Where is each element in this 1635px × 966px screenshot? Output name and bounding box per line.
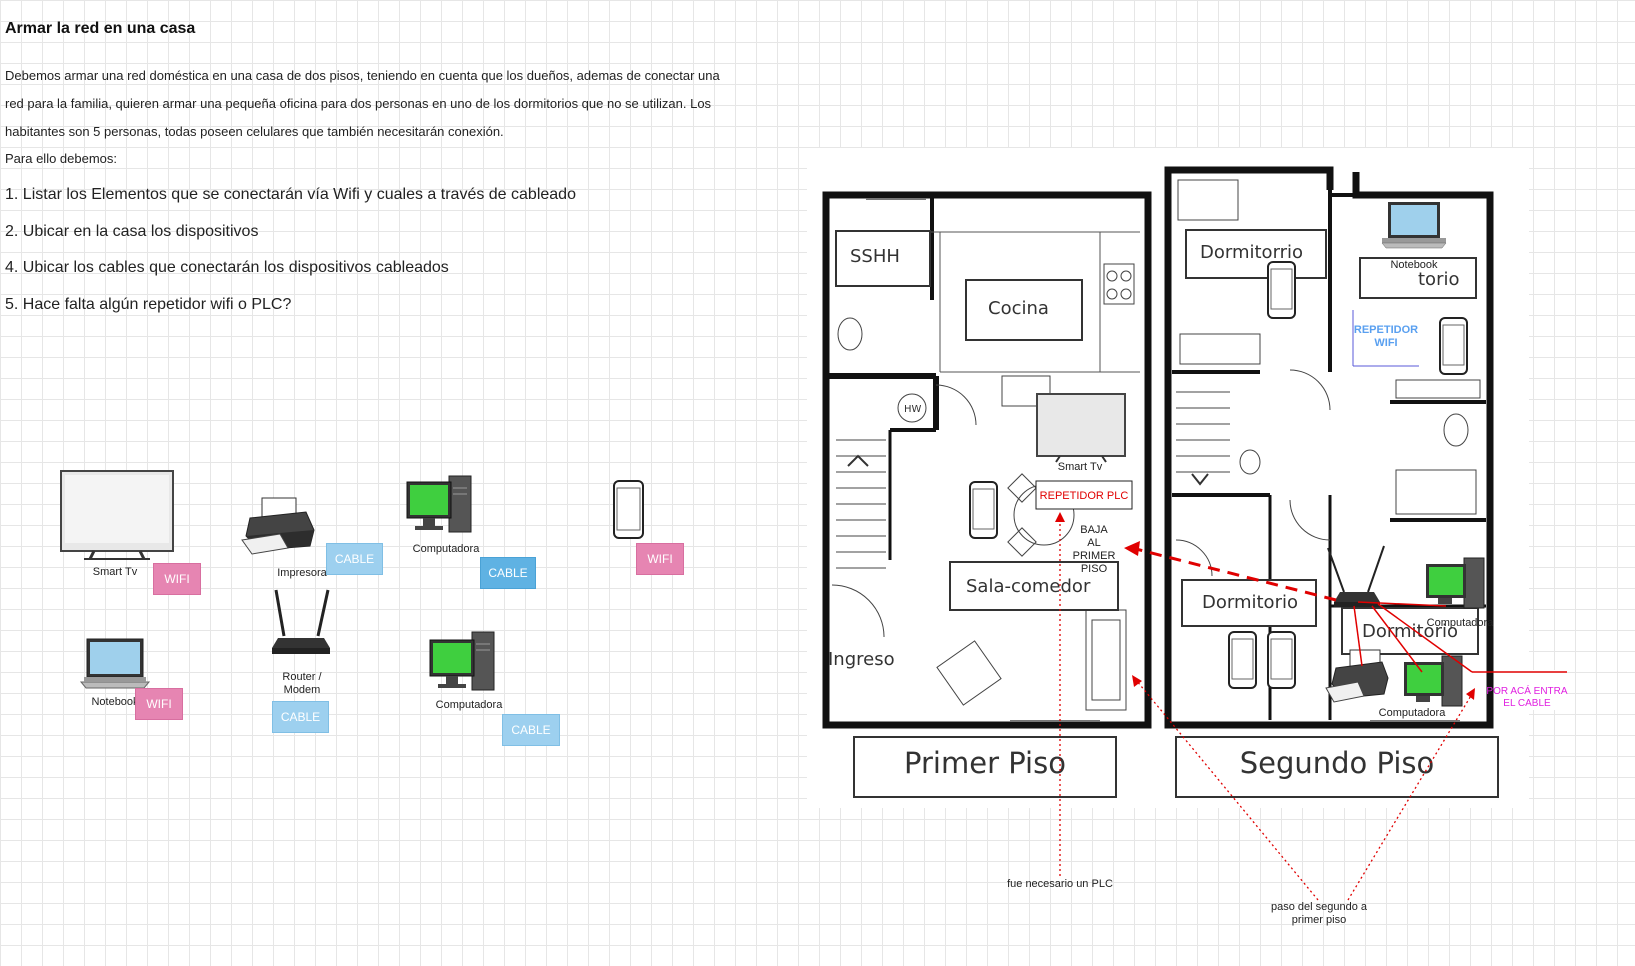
notebook-device[interactable] xyxy=(79,638,151,697)
annotation-arrowheads xyxy=(1055,512,1475,700)
computer-label: Computadora xyxy=(412,543,480,555)
room-label-dormitorio-4: Dormitorio xyxy=(1341,607,1479,655)
room-name: SSHH xyxy=(850,246,900,267)
hw-label: HW xyxy=(904,404,922,415)
plan-smart-tv-label: Smart Tv xyxy=(1058,461,1103,473)
plan-computer-icon[interactable] xyxy=(1404,655,1463,707)
computer-icon xyxy=(406,475,472,533)
plan-computer-icon[interactable] xyxy=(1426,557,1485,609)
printer-icon xyxy=(241,497,315,555)
svg-text:Primer Piso: Primer Piso xyxy=(904,746,1066,780)
intro-line: red para la familia, quieren armar una p… xyxy=(5,96,712,111)
svg-text:PISO: PISO xyxy=(1081,563,1108,575)
plan-printer-icon[interactable] xyxy=(1325,649,1389,703)
svg-text:REPETIDOR PLC: REPETIDOR PLC xyxy=(1040,490,1129,502)
computer-icon xyxy=(429,631,495,691)
room-label-dormitorio-1: Dormitorrio xyxy=(1185,229,1327,279)
notebook-icon xyxy=(79,638,151,689)
cable-lines xyxy=(1353,601,1567,673)
plan-notebook-label: Notebook xyxy=(1390,259,1438,271)
note-plc: fue necesario un PLC xyxy=(1007,878,1113,890)
task-list: 1. Listar los Elementos que se conectará… xyxy=(5,180,576,326)
svg-text:REPETIDOR: REPETIDOR xyxy=(1354,324,1418,336)
room-label-ingreso: Ingreso xyxy=(828,649,895,670)
cable-tag[interactable]: CABLE xyxy=(272,701,329,733)
router-label: Router / Modem xyxy=(262,671,342,697)
cable-tag[interactable]: CABLE xyxy=(326,543,383,575)
intro-paragraph: Debemos armar una red doméstica en una c… xyxy=(5,62,795,172)
svg-text:AL: AL xyxy=(1087,537,1100,549)
phone-device[interactable] xyxy=(613,480,645,545)
svg-text:EL CABLE: EL CABLE xyxy=(1503,698,1551,709)
router-device[interactable] xyxy=(268,588,334,663)
room-label-dormitorio-2: torio xyxy=(1359,257,1477,299)
printer-label: Impresora xyxy=(277,567,327,579)
computer-device[interactable] xyxy=(428,630,496,699)
svg-text:POR ACÁ ENTRA: POR ACÁ ENTRA xyxy=(1486,684,1567,697)
wifi-tag[interactable]: WIFI xyxy=(135,688,183,720)
first-floor-walls xyxy=(822,191,1152,729)
intro-line: Debemos armar una red doméstica en una c… xyxy=(5,68,720,83)
smart-tv-label: Smart Tv xyxy=(92,566,138,578)
plan-phone-icon[interactable] xyxy=(1267,631,1296,689)
room-name: Sala-comedor xyxy=(966,576,1091,597)
plan-notebook-icon[interactable] xyxy=(1381,202,1447,249)
svg-text:WIFI: WIFI xyxy=(1374,337,1397,349)
task-item: 5. Hace falta algún repetidor wifi o PLC… xyxy=(5,295,292,313)
floor-title-primer-piso: Primer Piso xyxy=(853,736,1117,798)
router-icon xyxy=(272,589,330,654)
plan-router-icon[interactable] xyxy=(1327,545,1385,607)
task-item: 2. Ubicar en la casa los dispositivos xyxy=(5,222,259,240)
wifi-tag[interactable]: WIFI xyxy=(636,543,684,575)
page-title: Armar la red en una casa xyxy=(5,20,196,37)
svg-text:PRIMER: PRIMER xyxy=(1073,550,1116,562)
note-paso-line: paso del segundo a xyxy=(1270,901,1368,913)
smart-tv-icon xyxy=(60,470,174,560)
room-name: torio xyxy=(1418,269,1459,290)
room-name: Dormitorio xyxy=(1362,621,1458,642)
cable-tag[interactable]: CABLE xyxy=(480,557,536,589)
annotation-arrows xyxy=(1059,518,1473,901)
room-label-cocina: Cocina xyxy=(965,279,1083,341)
plan-phone-icon[interactable] xyxy=(1228,631,1257,689)
plan-phone-icon[interactable] xyxy=(969,481,998,539)
computer-label: Computadora xyxy=(435,699,503,711)
notebook-label: Notebook xyxy=(91,696,139,708)
svg-text:BAJA: BAJA xyxy=(1080,524,1108,536)
room-label-sala-comedor: Sala-comedor xyxy=(949,561,1119,611)
intro-line: Para ello debemos: xyxy=(5,151,118,166)
room-name: Dormitorio xyxy=(1202,592,1298,613)
plan-computer-label: Computadora xyxy=(1379,707,1447,719)
wifi-tag[interactable]: WIFI xyxy=(153,563,201,595)
phone-icon xyxy=(613,480,644,539)
note-paso-line: primer piso xyxy=(1291,914,1347,926)
cable-entry-label: POR ACÁ ENTRA EL CABLE xyxy=(1486,684,1567,709)
baja-label: BAJA AL PRIMER PISO xyxy=(1073,524,1116,575)
task-item: 1. Listar los Elementos que se conectará… xyxy=(5,186,576,203)
router-label-line: Modem xyxy=(283,684,321,696)
room-name: Cocina xyxy=(988,298,1049,319)
router-label-line: Router / xyxy=(282,671,322,683)
plc-downlink-dashed xyxy=(1124,541,1337,602)
task-item: 4. Ubicar los cables que conectarán los … xyxy=(5,259,449,276)
plc-repeater-box[interactable]: REPETIDOR PLC xyxy=(1035,480,1133,510)
smart-tv-device[interactable] xyxy=(60,470,174,567)
room-name: Dormitorrio xyxy=(1200,242,1303,263)
plan-phone-icon[interactable] xyxy=(1439,317,1468,375)
room-label-sshh: SSHH xyxy=(835,230,931,287)
plan-smart-tv-icon[interactable] xyxy=(1036,393,1126,463)
note-paso: paso del segundo a primer piso xyxy=(1250,901,1388,927)
plan-phone-icon[interactable] xyxy=(1267,261,1296,319)
floor-title-segundo-piso: Segundo Piso xyxy=(1175,736,1499,798)
svg-text:Segundo Piso: Segundo Piso xyxy=(1240,746,1435,780)
room-label-dormitorio-3: Dormitorio xyxy=(1181,579,1317,627)
computer-device[interactable] xyxy=(405,474,473,541)
plan-computer-label: Computadora xyxy=(1427,617,1495,629)
printer-device[interactable] xyxy=(240,494,316,561)
intro-line: habitantes son 5 personas, todas poseen … xyxy=(5,124,504,139)
wifi-repeater-box[interactable]: REPETIDOR WIFI xyxy=(1352,310,1419,367)
cable-tag[interactable]: CABLE xyxy=(502,714,560,746)
